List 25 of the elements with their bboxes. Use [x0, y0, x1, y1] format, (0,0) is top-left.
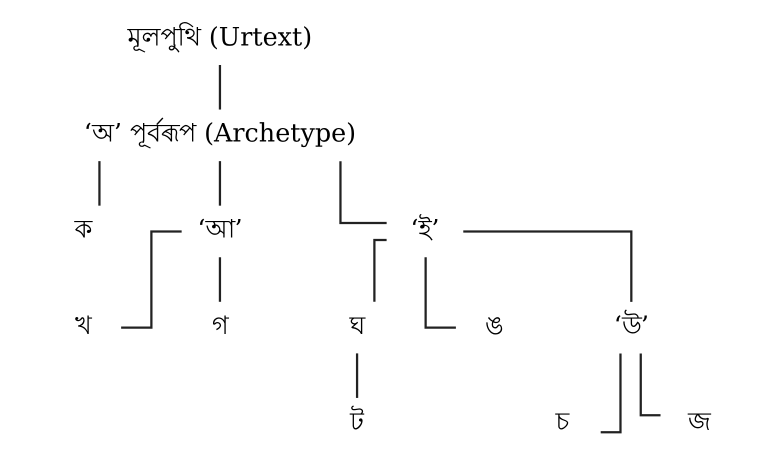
- node-text: মূলপুথি (Urtext): [127, 21, 312, 52]
- connector: [120, 230, 182, 329]
- connector: [98, 161, 100, 206]
- node-text: ‘ই’: [410, 214, 440, 244]
- connector: [218, 161, 221, 206]
- node-text: ট: [350, 406, 364, 436]
- node-text: ঘ: [349, 310, 364, 340]
- connector: [372, 238, 386, 302]
- node-text: জ: [688, 406, 710, 436]
- connector: [424, 257, 456, 329]
- node-text: খ: [74, 310, 90, 340]
- node-text: ‘অ’ পূৰ্বৰূপ (Archetype): [83, 118, 356, 148]
- connector: [600, 353, 622, 434]
- node-text: চ: [555, 406, 568, 436]
- connector: [218, 257, 221, 302]
- connector: [639, 353, 660, 416]
- node-text: গ: [211, 310, 228, 340]
- connector: [462, 230, 632, 302]
- node-text: ক: [74, 214, 91, 244]
- node-text: ‘আ’: [196, 214, 242, 244]
- node-text: ‘উ’: [613, 310, 648, 340]
- connector: [218, 65, 221, 110]
- connector: [355, 353, 358, 398]
- node-text: ঙ: [484, 310, 503, 340]
- connector: [338, 161, 386, 224]
